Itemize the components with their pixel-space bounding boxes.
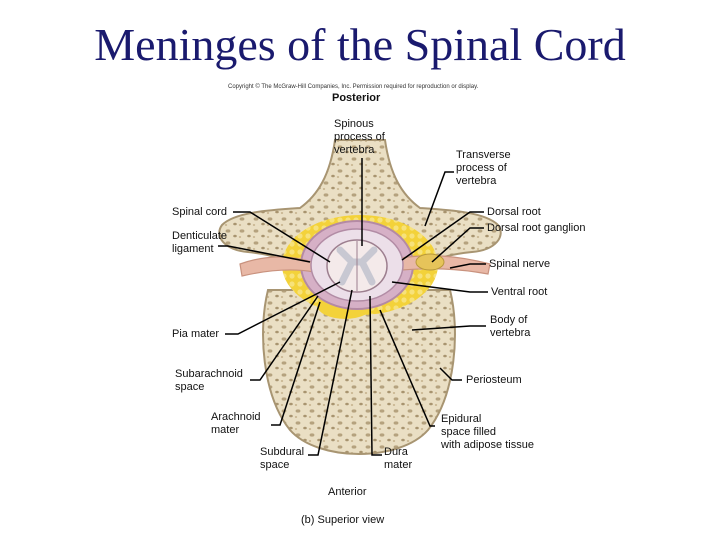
spinal-cord-cross-section (326, 239, 388, 293)
ventral-root-label: Ventral root (491, 286, 548, 298)
copyright-notice: Copyright © The McGraw-Hill Companies, I… (228, 84, 479, 90)
dorsal-root-ganglion-label: Dorsal root ganglion (487, 222, 586, 234)
leader-lines (218, 158, 488, 456)
periosteum-label: Periosteum (466, 374, 522, 386)
page-title: Meninges of the Spinal Cord (94, 19, 626, 70)
spinal-nerve-label: Spinal nerve (489, 258, 551, 270)
pia-mater-label: Pia mater (172, 328, 220, 340)
spinal-nerve-right (399, 253, 491, 275)
figure-caption: (b) Superior view (301, 514, 385, 526)
posterior-label: Posterior (332, 92, 381, 104)
anterior-label: Anterior (328, 486, 367, 498)
spinal-cord-label: Spinal cord (172, 206, 228, 218)
dorsal-root-label: Dorsal root (487, 206, 541, 218)
